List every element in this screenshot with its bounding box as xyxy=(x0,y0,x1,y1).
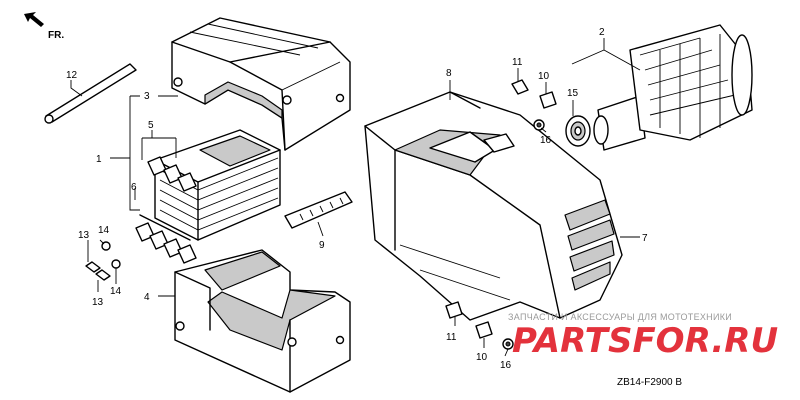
label-part-9: 9 xyxy=(319,240,325,251)
label-part-3: 3 xyxy=(144,91,150,102)
part-tube xyxy=(44,63,137,124)
watermark-logo: PARTSFOR.RU xyxy=(512,321,778,361)
part-frame-shroud xyxy=(364,91,623,321)
label-part-14-top: 14 xyxy=(98,225,110,236)
part-screws-left xyxy=(85,241,121,281)
label-part-16-bottom: 16 xyxy=(500,360,512,371)
front-arrow-label: FR. xyxy=(48,30,64,41)
part-bearing xyxy=(565,115,591,147)
label-part-11-top: 11 xyxy=(512,57,523,68)
label-part-2: 2 xyxy=(599,27,605,38)
label-part-13-top: 13 xyxy=(78,230,90,241)
leader-lines xyxy=(70,38,641,357)
label-part-10-top: 10 xyxy=(538,71,550,82)
label-part-10-bottom: 10 xyxy=(476,352,488,363)
label-part-11-bottom: 11 xyxy=(446,332,457,343)
part-stator-assembly xyxy=(135,129,281,264)
label-part-13-bottom: 13 xyxy=(92,297,104,308)
label-part-12: 12 xyxy=(66,70,78,81)
label-part-6: 6 xyxy=(131,182,137,193)
part-upper-cover xyxy=(171,17,351,151)
part-lower-cover xyxy=(174,249,351,393)
front-arrow-icon xyxy=(24,12,44,27)
part-fasteners-upper xyxy=(511,79,557,131)
part-fasteners-lower xyxy=(445,301,514,350)
label-part-16-top: 16 xyxy=(540,135,552,146)
label-part-7: 7 xyxy=(642,233,648,244)
watermark-tagline: ЗАПЧАСТИ И АКСЕССУАРЫ ДЛЯ МОТОТЕХНИКИ xyxy=(508,312,732,322)
part-grille-plate xyxy=(284,191,353,229)
diagram-code: ZB14-F2900 B xyxy=(617,377,682,388)
label-part-1: 1 xyxy=(96,154,102,165)
label-part-15: 15 xyxy=(567,88,579,99)
label-part-5: 5 xyxy=(148,120,154,131)
label-part-8: 8 xyxy=(446,68,452,79)
part-rotor xyxy=(593,24,753,151)
label-part-14-bottom: 14 xyxy=(110,286,122,297)
label-part-4: 4 xyxy=(144,292,150,303)
